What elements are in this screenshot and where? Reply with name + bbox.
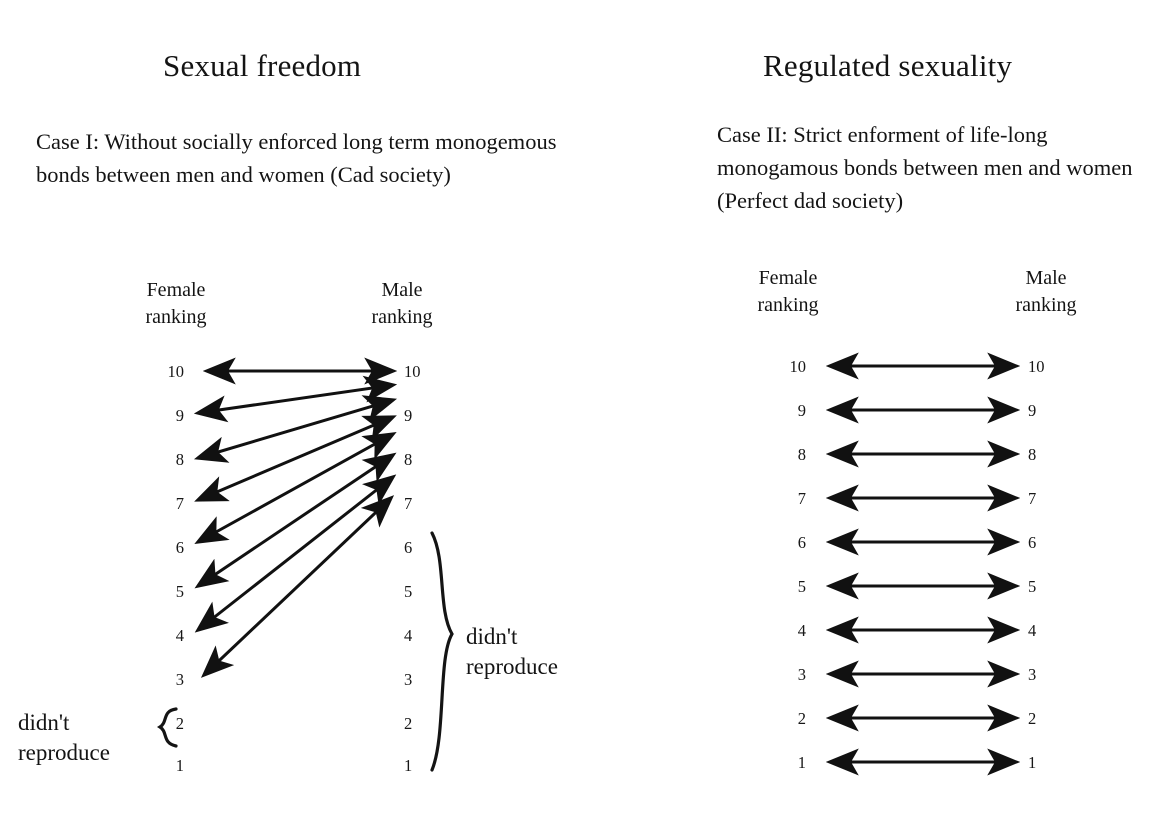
rank-label-female-4: 4	[797, 621, 806, 640]
rank-label-male-3: 3	[404, 670, 413, 689]
rank-label-female-10: 10	[167, 362, 185, 381]
rank-label-male-2: 2	[404, 714, 413, 733]
brace-left-line1: didn't	[18, 710, 70, 735]
panel-title-sexual-freedom: Sexual freedom	[163, 48, 362, 83]
panel-caption-case-ii: Case II: Strict enforment of life-long m…	[717, 122, 1133, 213]
rank-label-male-10: 10	[404, 362, 421, 381]
rank-label-male-7: 7	[1028, 489, 1037, 508]
rank-label-female-9: 9	[797, 401, 806, 420]
rank-label-male-4: 4	[1028, 621, 1037, 640]
rank-label-female-2: 2	[797, 709, 806, 728]
rank-label-female-2: 2	[175, 714, 184, 733]
column-header-male-line2: ranking	[1015, 294, 1077, 316]
column-header-female-line2: ranking	[145, 306, 207, 328]
column-header-female-ranking-left: Female ranking	[126, 277, 226, 331]
panel-title-regulated-sexuality: Regulated sexuality	[763, 48, 1013, 83]
panel-caption-case-i: Case I: Without socially enforced long t…	[36, 129, 557, 187]
rank-label-female-8: 8	[797, 445, 806, 464]
rank-label-female-10: 10	[789, 357, 807, 376]
panel-regulated-sexuality: Regulated sexuality Case II: Strict enfo…	[660, 0, 1169, 838]
column-header-male-line2: ranking	[371, 306, 433, 328]
rank-label-male-9: 9	[1028, 401, 1037, 420]
rank-label-female-9: 9	[175, 406, 184, 425]
rank-label-male-1: 1	[1028, 753, 1037, 772]
column-header-female-line1: Female	[758, 267, 818, 289]
rank-label-male-3: 3	[1028, 665, 1037, 684]
rank-label-female-1: 1	[175, 756, 184, 775]
rank-label-male-6: 6	[1028, 533, 1037, 552]
brace-right-line1: didn't	[466, 624, 518, 649]
column-header-female-line1: Female	[146, 279, 206, 301]
rank-label-male-5: 5	[404, 582, 413, 601]
column-header-male-line1: Male	[381, 279, 423, 301]
brace-left-line2: reproduce	[18, 740, 110, 765]
rank-label-female-7: 7	[797, 489, 806, 508]
rank-label-female-5: 5	[175, 582, 184, 601]
rank-label-male-9: 9	[404, 406, 413, 425]
rank-label-male-8: 8	[404, 450, 413, 469]
rank-label-female-6: 6	[797, 533, 806, 552]
rank-label-male-10: 10	[1028, 357, 1045, 376]
rank-label-female-3: 3	[175, 670, 184, 689]
rank-label-male-7: 7	[404, 494, 413, 513]
panel-sexual-freedom: Sexual freedom Case I: Without socially …	[18, 48, 558, 775]
rank-label-male-5: 5	[1028, 577, 1037, 596]
rank-label-female-8: 8	[175, 450, 184, 469]
rank-label-male-1: 1	[404, 756, 413, 775]
rank-label-female-7: 7	[175, 494, 184, 513]
rank-label-female-1: 1	[797, 753, 806, 772]
rank-label-male-2: 2	[1028, 709, 1037, 728]
column-header-male-line1: Male	[1025, 267, 1067, 289]
rank-label-female-3: 3	[797, 665, 806, 684]
column-header-male-ranking-right: Male ranking	[996, 265, 1096, 319]
column-header-female-ranking-right: Female ranking	[738, 265, 838, 319]
rank-label-male-6: 6	[404, 538, 413, 557]
brace-label-left-didnt-reproduce: didn't reproduce	[18, 708, 110, 768]
rank-label-female-5: 5	[797, 577, 806, 596]
brace-right-line2: reproduce	[466, 654, 558, 679]
column-header-male-ranking-left: Male ranking	[352, 277, 452, 331]
rank-label-female-6: 6	[175, 538, 184, 557]
column-header-female-line2: ranking	[757, 294, 819, 316]
brace-label-right-didnt-reproduce: didn't reproduce	[466, 622, 558, 682]
rank-label-male-8: 8	[1028, 445, 1037, 464]
rank-label-female-4: 4	[175, 626, 184, 645]
rank-label-male-4: 4	[404, 626, 413, 645]
